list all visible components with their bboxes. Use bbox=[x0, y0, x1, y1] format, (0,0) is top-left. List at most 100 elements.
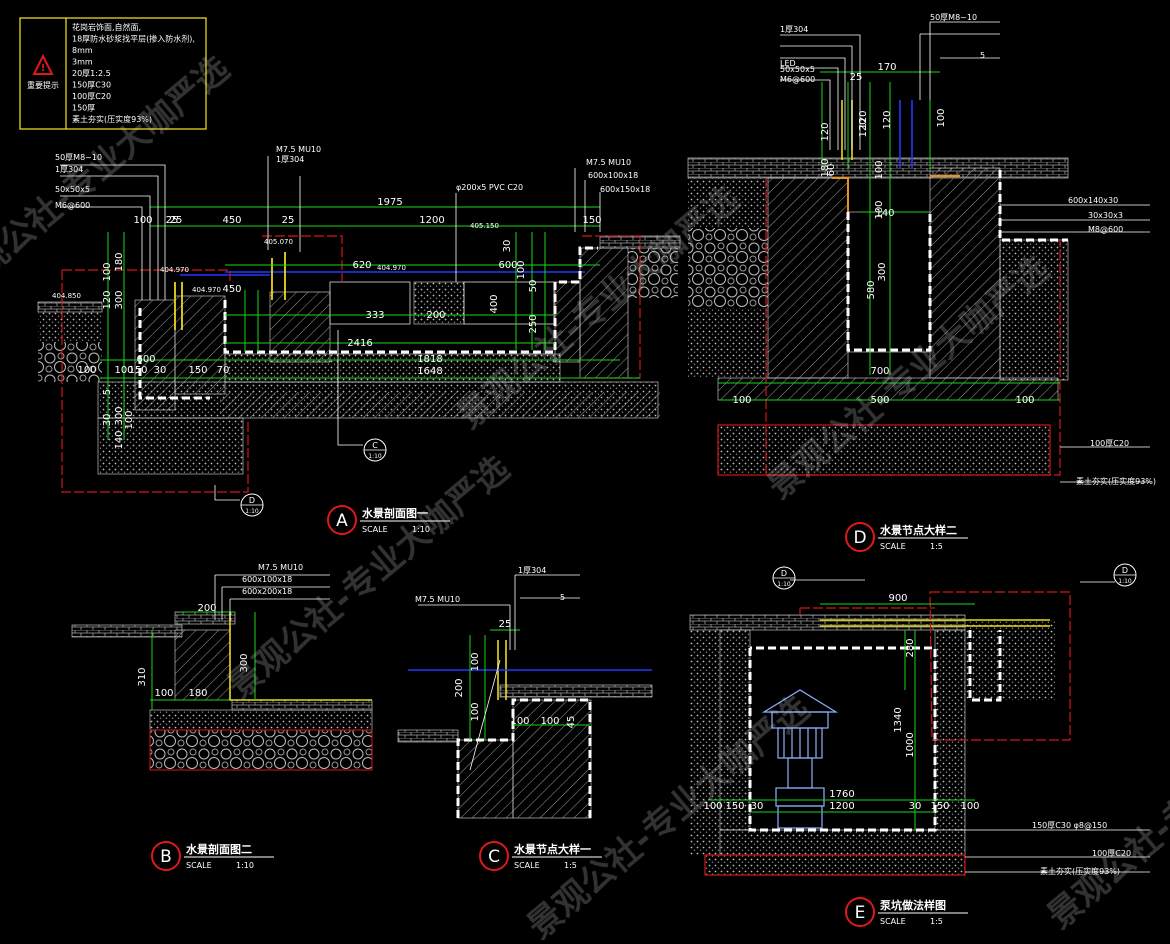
dimension-label: 1200 bbox=[829, 801, 854, 812]
scale-value: 1:10 bbox=[236, 861, 254, 870]
dimension-label: 150 bbox=[930, 801, 949, 812]
dimension-label: 25 bbox=[282, 215, 295, 226]
dimension-label: 25 bbox=[499, 619, 512, 630]
legend-label: 重要提示 bbox=[27, 80, 59, 90]
dimension-label: 25 bbox=[170, 215, 183, 226]
dimension-label: 50 bbox=[528, 280, 539, 293]
dimension-label: 30 bbox=[751, 801, 764, 812]
dimension-label: 25 bbox=[850, 72, 863, 83]
dimension-label: 1975 bbox=[377, 197, 402, 208]
drawing-title: 泵坑做法样图 bbox=[880, 898, 946, 912]
dimension-label: 30 bbox=[154, 365, 167, 376]
elevation-label: 404.970 bbox=[192, 286, 221, 294]
dimension-label: 150 bbox=[128, 365, 147, 376]
dimension-label: 200 bbox=[454, 678, 465, 697]
callout-note: 600x200x18 bbox=[242, 587, 292, 596]
callout-note: 600x140x30 bbox=[1068, 196, 1118, 205]
pump-ornament-icon bbox=[761, 689, 839, 829]
dimension-label: 100 bbox=[516, 260, 527, 279]
dimension-label: 100 bbox=[874, 160, 885, 179]
callout-note: 100厚C20 bbox=[1092, 849, 1131, 858]
legend-box: ! 重要提示 花岗岩饰面,自然面,18厚防水砂浆找平层(掺入防水剂),8mm3m… bbox=[19, 17, 207, 130]
legend-line: 150厚C30 bbox=[72, 81, 111, 90]
dimension-label: 150 bbox=[582, 215, 601, 226]
callout-note: 600x100x18 bbox=[242, 575, 292, 584]
drawing-letter: C bbox=[488, 847, 500, 867]
dimension-label: 450 bbox=[222, 284, 241, 295]
dimension-label: 300 bbox=[877, 262, 888, 281]
callout-note: 30x30x3 bbox=[1088, 211, 1123, 220]
legend-line: 18厚防水砂浆找平层(掺入防水剂), bbox=[72, 34, 195, 44]
dimension-label: 180 bbox=[820, 158, 831, 177]
dimension-label: 100 bbox=[960, 801, 979, 812]
callout-note: M8@600 bbox=[1088, 225, 1123, 234]
legend-line: 素土夯实(压实度93%) bbox=[72, 114, 152, 124]
watermark-text: 景观公社-专业大咖严选 bbox=[1040, 679, 1170, 937]
dimension-label: 120 bbox=[820, 122, 831, 141]
callout-note: M7.5 MU10 bbox=[276, 145, 321, 154]
scale-value: 1:10 bbox=[412, 525, 430, 534]
scale-label: SCALE bbox=[880, 542, 906, 551]
dimension-label: 333 bbox=[365, 310, 384, 321]
svg-text:1:10: 1:10 bbox=[368, 453, 382, 460]
legend-line: 100厚C20 bbox=[72, 92, 111, 101]
dimension-label: 310 bbox=[137, 667, 148, 686]
dimension-label: 620 bbox=[352, 260, 371, 271]
dimension-label: 100 bbox=[703, 801, 722, 812]
drawing-letter: B bbox=[160, 847, 172, 867]
callout-note: M7.5 MU10 bbox=[586, 158, 631, 167]
scale-label: SCALE bbox=[186, 861, 212, 870]
dimension-label: 1340 bbox=[893, 707, 904, 732]
dimension-label: 5 bbox=[102, 389, 113, 395]
drawing-letter: E bbox=[855, 903, 866, 923]
callout-note: 素土夯实(压实度93%) bbox=[1076, 476, 1156, 486]
dimension-label: 100 bbox=[470, 652, 481, 671]
legend-line: 3mm bbox=[72, 58, 93, 67]
elevation-label: 405.150 bbox=[470, 222, 499, 230]
dimension-label: 140 bbox=[114, 430, 125, 449]
callout-note: 150厚C30 φ8@150 bbox=[1032, 821, 1107, 830]
callout-note: 600x150x18 bbox=[600, 185, 650, 194]
dimension-label: 700 bbox=[870, 366, 889, 377]
legend-lines: 花岗岩饰面,自然面,18厚防水砂浆找平层(掺入防水剂),8mm3mm20厚1:2… bbox=[72, 22, 195, 124]
dimension-label: 280 bbox=[905, 638, 916, 657]
callout-note: 5 bbox=[560, 593, 565, 602]
dimension-label: 300 bbox=[114, 406, 125, 425]
drawing-title: 水景剖面图二 bbox=[186, 842, 252, 856]
callout-note: 1厚304 bbox=[55, 165, 83, 174]
callout-note: φ200x5 PVC C20 bbox=[456, 183, 523, 192]
scale-label: SCALE bbox=[880, 917, 906, 926]
dimension-label: 100 bbox=[1015, 395, 1034, 406]
dimension-label: 1760 bbox=[829, 789, 854, 800]
elevation-label: 404.850 bbox=[52, 292, 81, 300]
callout-note: 600x100x18 bbox=[588, 171, 638, 180]
callout-note: LED bbox=[780, 59, 796, 68]
dimension-label: 500 bbox=[870, 395, 889, 406]
title-circle bbox=[327, 505, 357, 535]
dimension-label: 250 bbox=[528, 314, 539, 333]
dimension-label: 100 bbox=[874, 200, 885, 219]
dimension-label: 140 bbox=[875, 208, 894, 219]
svg-text:1:10: 1:10 bbox=[245, 508, 259, 515]
dimension-label: 100 bbox=[133, 215, 152, 226]
callout-note: 5 bbox=[980, 51, 985, 60]
dimension-label: 150 bbox=[725, 801, 744, 812]
drawing-d-notes: 50厚M8~101厚304LED50x50x5M6@6005600x140x30… bbox=[780, 13, 1156, 486]
callout-note: M7.5 MU10 bbox=[415, 595, 460, 604]
dimension-label: 150 bbox=[188, 365, 207, 376]
dimension-label: 1648 bbox=[417, 366, 442, 377]
dimension-label: 1200 bbox=[419, 215, 444, 226]
dimension-label: 580 bbox=[866, 280, 877, 299]
drawing-letter: D bbox=[853, 528, 866, 548]
detail-tag-c: C 1:10 bbox=[363, 438, 387, 462]
dimension-label: 2416 bbox=[347, 338, 372, 349]
dimension-label: 100 bbox=[732, 395, 751, 406]
dimension-label: 30 bbox=[102, 414, 113, 427]
